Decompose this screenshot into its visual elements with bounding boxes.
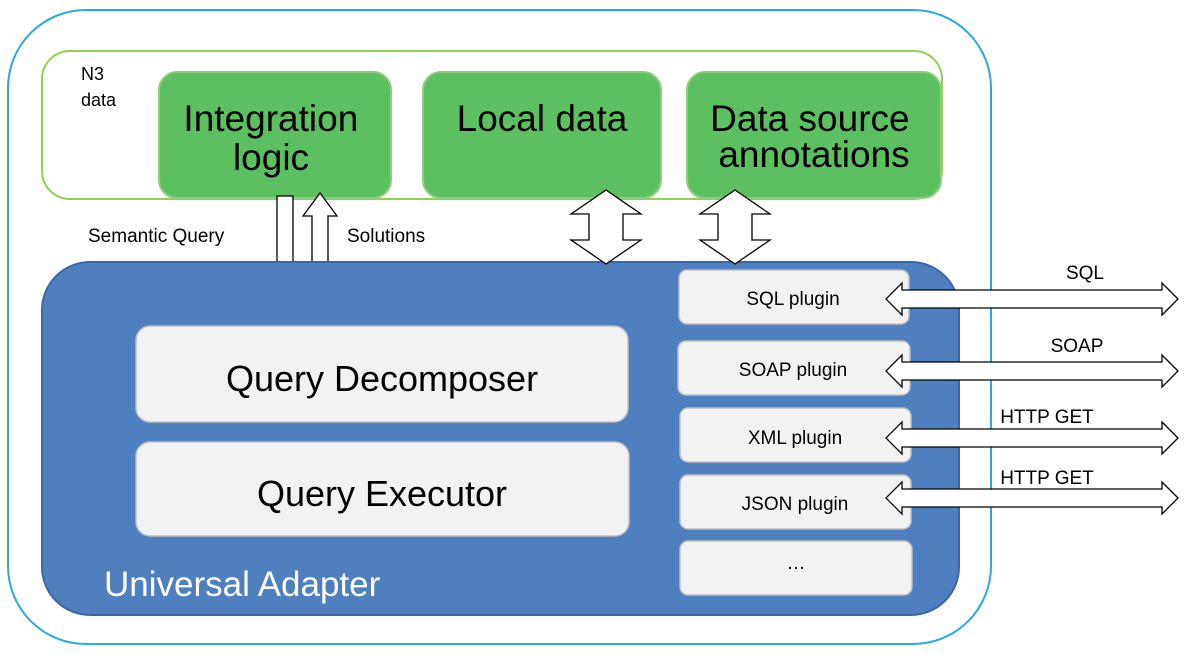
n3-data-label: N3 data xyxy=(81,64,117,110)
xml-plugin-label: XML plugin xyxy=(748,428,842,449)
json-plugin-label: JSON plugin xyxy=(742,494,849,515)
json-double-arrow xyxy=(885,480,1179,516)
soap-double-arrow xyxy=(885,353,1179,389)
more-plugins-box xyxy=(679,540,913,596)
xml-protocol-label: HTTP GET xyxy=(1000,407,1094,428)
annotations-double-arrow xyxy=(697,189,773,265)
integration-logic-label: Integration logic xyxy=(183,98,368,178)
local-data-box xyxy=(422,71,662,199)
query-executor-label: Query Executor xyxy=(257,473,507,514)
query-decomposer-label: Query Decomposer xyxy=(226,358,538,399)
soap-protocol-label: SOAP xyxy=(1051,336,1104,357)
integration-logic-box xyxy=(158,71,392,199)
local-data-label: Local data xyxy=(457,98,628,139)
xml-double-arrow xyxy=(885,420,1179,456)
solutions-label: Solutions xyxy=(347,226,425,247)
sql-double-arrow xyxy=(885,281,1179,317)
sql-plugin-label: SQL plugin xyxy=(746,289,839,310)
data-source-annotations-box xyxy=(686,71,942,199)
semantic-query-label: Semantic Query xyxy=(88,226,225,247)
query-executor-box xyxy=(135,441,630,537)
query-decomposer-box xyxy=(135,325,629,423)
more-plugins-label: … xyxy=(787,553,806,574)
universal-adapter-label: Universal Adapter xyxy=(104,565,381,604)
soap-plugin-label: SOAP plugin xyxy=(739,360,847,381)
sql-protocol-label: SQL xyxy=(1066,263,1104,284)
local-data-double-arrow xyxy=(568,189,644,265)
json-protocol-label: HTTP GET xyxy=(1000,468,1094,489)
data-source-annotations-label: Data source annotations xyxy=(710,98,920,175)
